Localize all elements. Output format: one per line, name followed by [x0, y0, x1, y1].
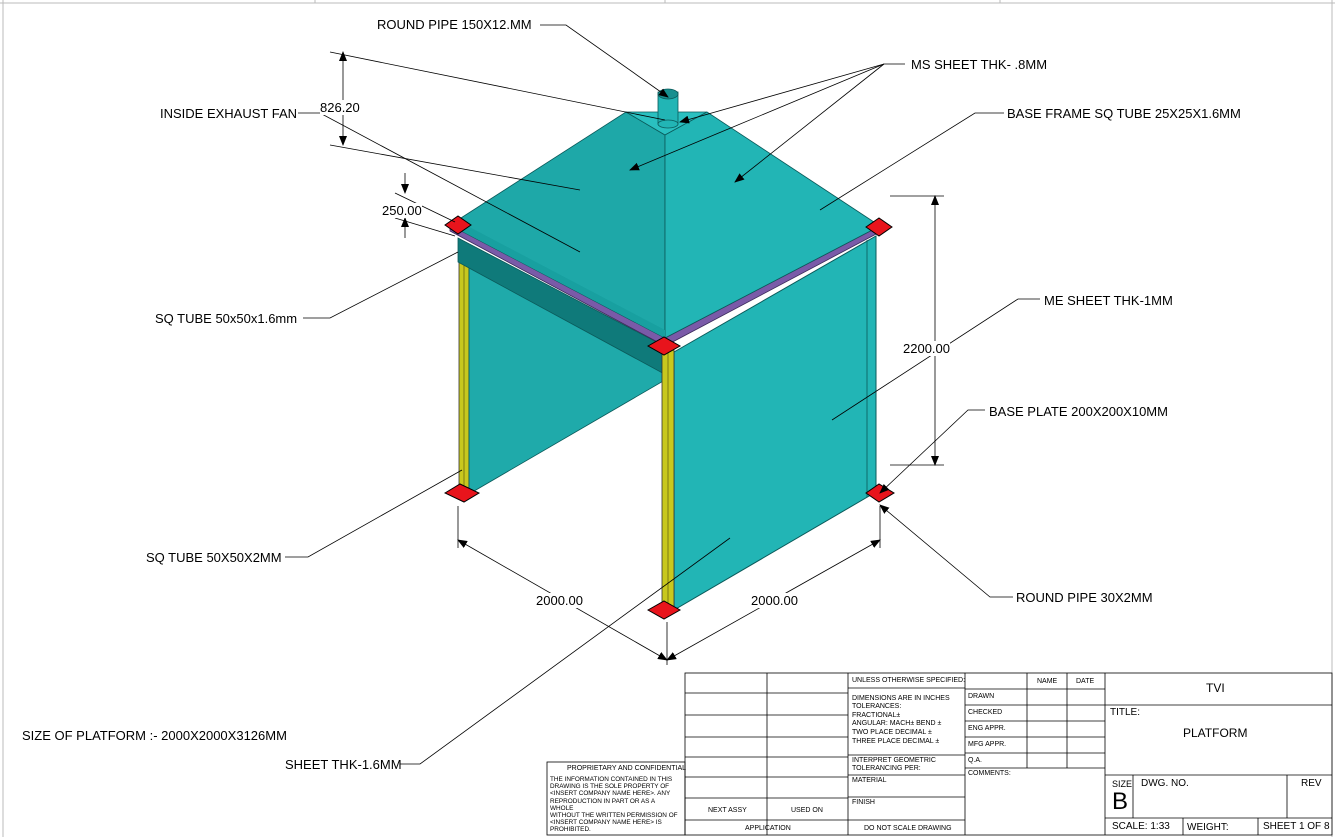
tb-checked: CHECKED: [968, 709, 1003, 716]
tb-name-col: NAME: [1037, 678, 1058, 685]
tb-three-place: THREE PLACE DECIMAL ±: [852, 738, 940, 745]
tb-qa: Q.A.: [968, 757, 983, 764]
label-me-sheet: ME SHEET THK-1MM: [1044, 293, 1173, 308]
tb-tolerances: TOLERANCES:: [852, 703, 902, 710]
dim-hood-height: 826.20: [320, 100, 360, 115]
tb-scale: SCALE: 1:33: [1112, 821, 1170, 832]
label-base-plate: BASE PLATE 200X200X10MM: [989, 404, 1168, 419]
tb-application: APPLICATION: [745, 825, 791, 832]
tb-size: B: [1112, 788, 1129, 815]
label-round-pipe-bottom: ROUND PIPE 30X2MM: [1016, 590, 1153, 605]
tb-rev: REV: [1301, 778, 1322, 789]
tb-finish: FINISH: [852, 799, 875, 806]
label-base-frame: BASE FRAME SQ TUBE 25X25X1.6MM: [1007, 106, 1241, 121]
tb-size-label: SIZE: [1112, 779, 1133, 789]
dim-width-left: 2000.00: [536, 593, 583, 608]
label-size-of-platform: SIZE OF PLATFORM :- 2000X2000X3126MM: [22, 728, 287, 743]
tb-date-col: DATE: [1076, 678, 1095, 685]
label-round-pipe-top: ROUND PIPE 150X12.MM: [377, 17, 532, 32]
tb-interpret: INTERPRET GEOMETRIC: [852, 757, 936, 764]
tb-dims-inches: DIMENSIONS ARE IN INCHES: [852, 695, 950, 702]
tb-two-place: TWO PLACE DECIMAL ±: [852, 729, 932, 736]
tb-material: MATERIAL: [852, 777, 887, 784]
tb-fractional: FRACTIONAL±: [852, 712, 901, 719]
tb-angular: ANGULAR: MACH± BEND ±: [852, 720, 942, 727]
dim-frame-height: 250.00: [382, 203, 422, 218]
label-sq-tube-large: SQ TUBE 50X50X2MM: [146, 550, 282, 565]
tb-eng-appr: ENG APPR.: [968, 725, 1006, 732]
chimney-pipe: [657, 88, 679, 129]
platform-model: [443, 88, 895, 620]
tb-proprietary-text: THE INFORMATION CONTAINED IN THIS DRAWIN…: [550, 776, 678, 834]
dim-width-right: 2000.00: [751, 593, 798, 608]
tb-company: TVI: [1206, 681, 1225, 695]
tb-comments: COMMENTS:: [968, 770, 1011, 777]
tb-drawn: DRAWN: [968, 693, 995, 700]
tb-sheet: SHEET 1 OF 8: [1263, 821, 1330, 832]
title-block-grid: [546, 672, 1333, 836]
tb-next-assy: NEXT ASSY: [708, 807, 747, 814]
tb-mfg-appr: MFG APPR.: [968, 741, 1007, 748]
tb-weight: WEIGHT:: [1187, 822, 1229, 833]
tb-proprietary: PROPRIETARY AND CONFIDENTIAL: [567, 765, 687, 772]
label-sheet-thk: SHEET THK-1.6MM: [285, 757, 402, 772]
tb-dwg-no: DWG. NO.: [1141, 778, 1189, 789]
tb-do-not-scale: DO NOT SCALE DRAWING: [864, 825, 952, 832]
tb-unless-specified: UNLESS OTHERWISE SPECIFIED:: [852, 677, 966, 684]
tb-tolerancing: TOLERANCING PER:: [852, 765, 921, 772]
tb-title-label: TITLE:: [1110, 707, 1141, 718]
tb-title: PLATFORM: [1183, 726, 1248, 740]
tb-used-on: USED ON: [791, 807, 823, 814]
label-sq-tube-small: SQ TUBE 50x50x1.6mm: [155, 311, 298, 326]
label-ms-sheet: MS SHEET THK- .8MM: [911, 57, 1048, 72]
label-inside-exhaust-fan: INSIDE EXHAUST FAN: [160, 106, 298, 121]
dim-leg-height: 2200.00: [903, 341, 950, 356]
